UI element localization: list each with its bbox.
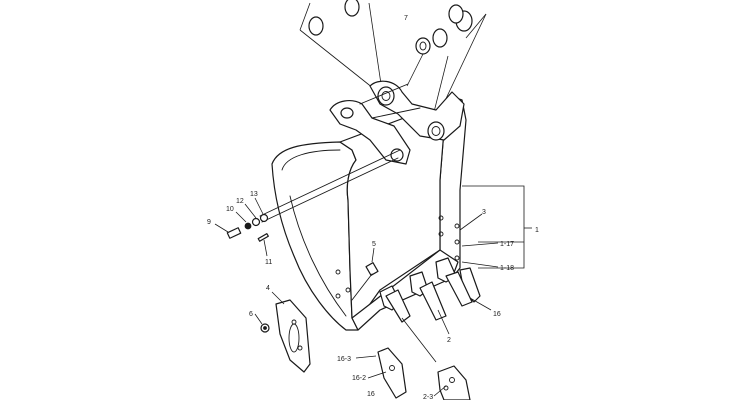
label-6: 6 [249,311,253,318]
label-5: 5 [372,241,376,248]
label-leaders [214,197,499,397]
o-rings-right [432,4,473,48]
label-16: 16 [493,311,501,318]
label-1-18: 1-18 [500,265,514,272]
bolt-6 [260,323,270,333]
pin-hardware [226,213,269,242]
tooth-adapter-16 [377,347,407,399]
label-4: 4 [266,285,270,292]
label-1-17: 1-17 [500,241,514,248]
tooth-point-2 [437,365,471,400]
bushing-7 [415,37,431,55]
label-16-3: 16-3 [337,356,351,363]
label-13: 13 [250,191,258,198]
label-3: 3 [482,209,486,216]
side-cutter-holes [438,215,460,261]
label-12: 12 [236,198,244,205]
label-11: 11 [265,259,272,266]
bolt-5 [351,262,379,301]
label-2-3: 2-3 [423,394,433,400]
label-10: 10 [226,206,234,213]
label-16-bottom: 16 [367,391,375,398]
bracket-1 [462,185,532,269]
part-labels: 7 3 1 1-17 1-18 4 5 6 9 10 12 13 11 16 2… [207,15,539,400]
label-16-2: 16-2 [352,375,366,382]
teeth-row [379,257,481,323]
label-7: 7 [404,15,408,22]
label-1: 1 [535,227,539,234]
side-cutter-4 [275,299,311,373]
label-9: 9 [207,219,211,226]
o-rings-left [308,0,360,36]
label-2: 2 [447,337,451,344]
